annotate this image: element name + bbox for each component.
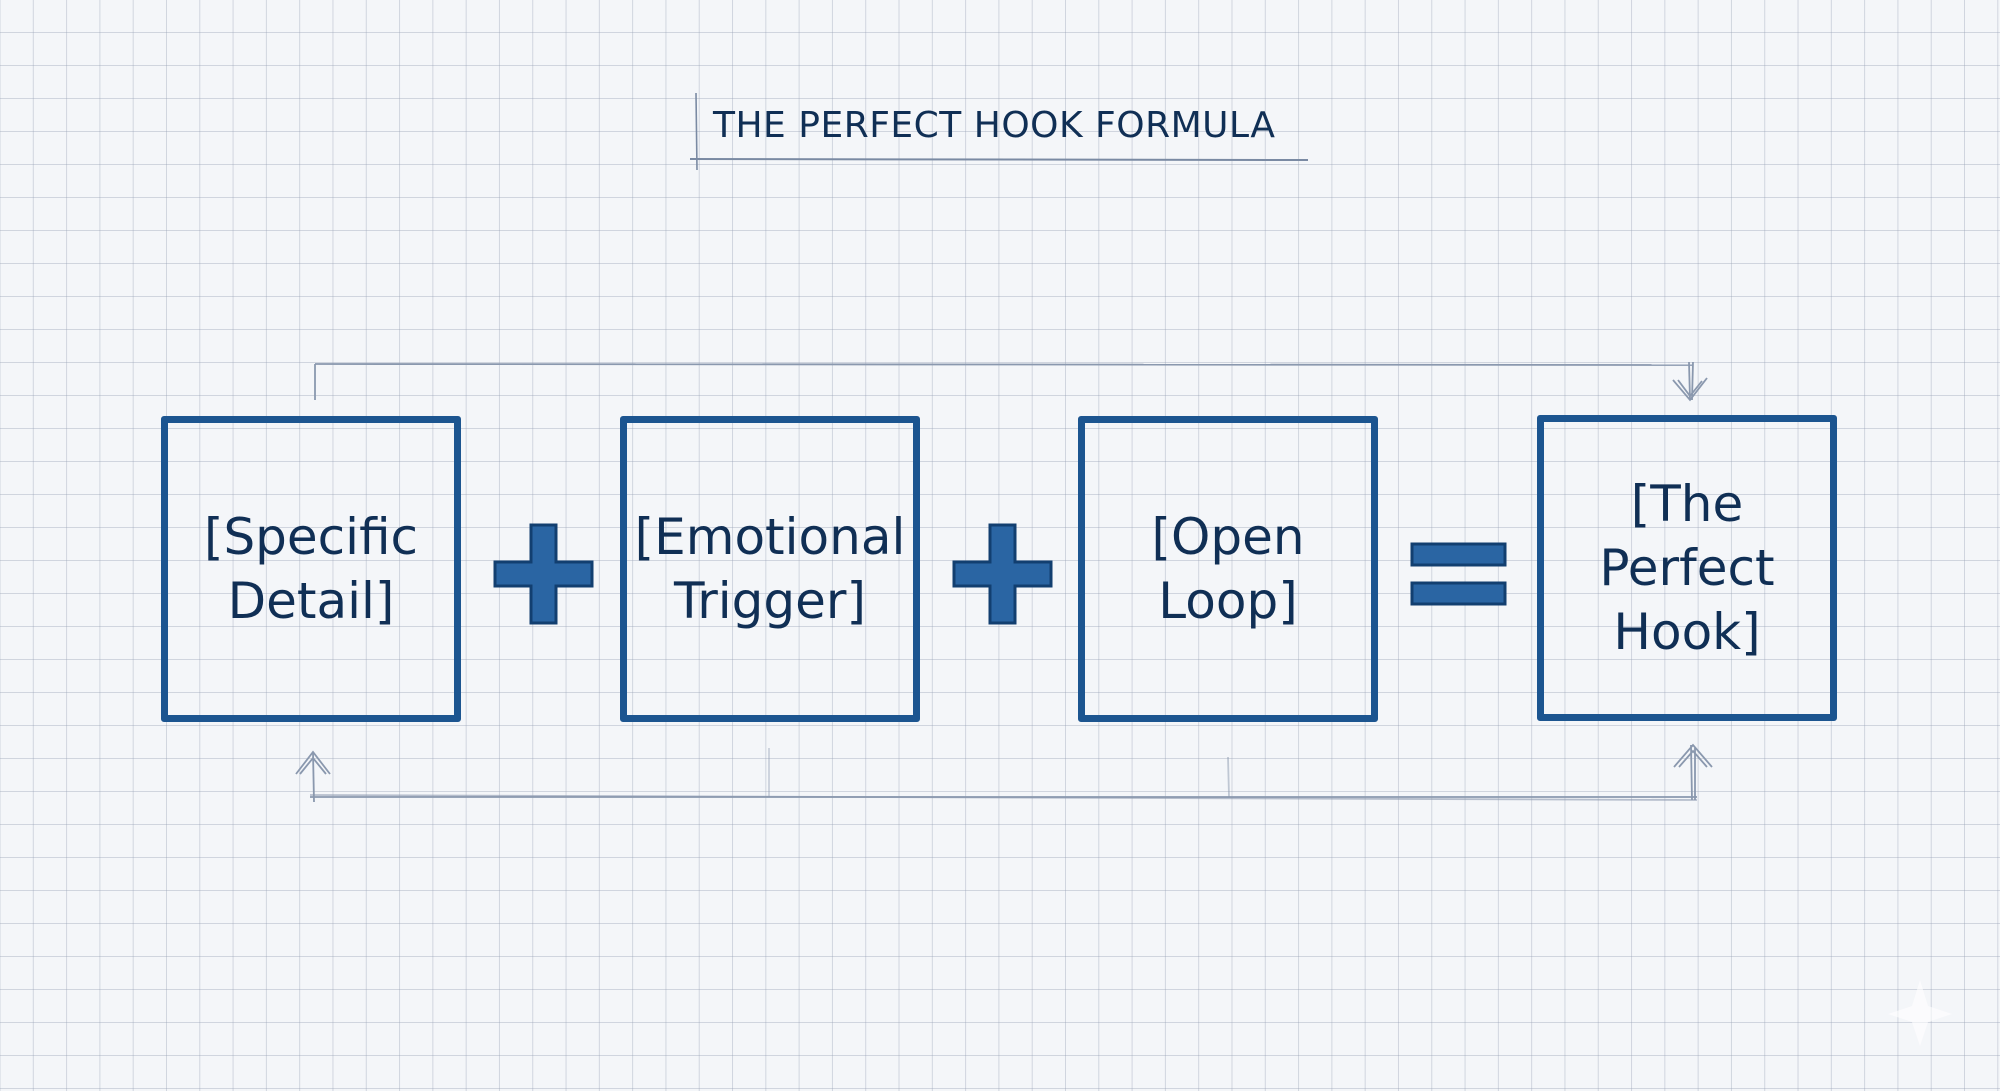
term-box-open-loop: [Open Loop] [1078, 416, 1378, 722]
term-box-emotional-trigger: [Emotional Trigger] [620, 416, 920, 722]
term-label: [Open Loop] [1151, 508, 1305, 630]
plus-icon [493, 523, 594, 625]
title-underline [689, 158, 1309, 161]
sparkle-icon [1888, 980, 1952, 1046]
result-box-perfect-hook: [The Perfect Hook] [1537, 415, 1837, 721]
term-box-specific-detail: [Specific Detail] [161, 416, 461, 722]
result-label: [The Perfect Hook] [1599, 475, 1775, 661]
title-left-tick [695, 92, 698, 171]
top-connector [314, 361, 1708, 402]
term-label: [Specific Detail] [203, 508, 419, 630]
term-label: [Emotional Trigger] [634, 508, 906, 630]
plus-icon [952, 523, 1053, 625]
bottom-connector [295, 743, 1713, 803]
equals-icon [1410, 542, 1507, 606]
diagram-title: THE PERFECT HOOK FORMULA [713, 105, 1276, 146]
